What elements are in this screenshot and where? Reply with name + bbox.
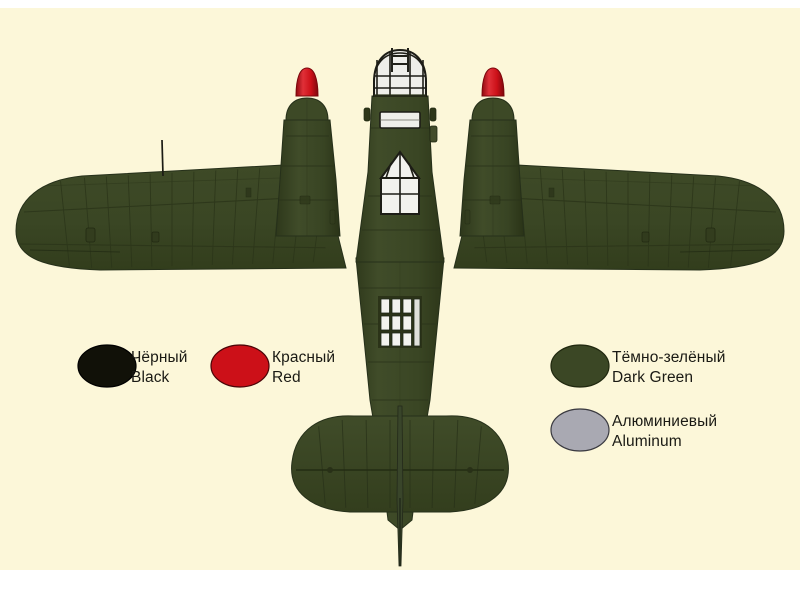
cockpit-canopy: [379, 111, 421, 129]
legend-swatch-aluminum[interactable]: [550, 408, 610, 452]
starboard-wing: [453, 162, 785, 271]
legend-swatches: [77, 344, 610, 452]
legend-label-red-ru: Красный: [272, 349, 336, 366]
legend-label-red: Красный Red: [272, 348, 335, 388]
vertical-fin: [396, 405, 404, 567]
antenna-mast: [161, 139, 164, 177]
legend-label-dark-green: Тёмно-зелёный Dark Green: [612, 348, 725, 388]
mid-canopy-glazing: [379, 150, 421, 215]
legend-label-black-en: Black: [131, 369, 170, 386]
port-engine-nacelle: [275, 67, 341, 237]
legend-swatch-black[interactable]: [77, 344, 137, 388]
legend-label-red-en: Red: [272, 369, 301, 386]
legend-label-aluminum-en: Aluminum: [612, 433, 682, 450]
legend-label-dark-green-ru: Тёмно-зелёный: [612, 349, 726, 366]
starboard-engine-nacelle: [459, 67, 525, 237]
legend-label-black: Чёрный Black: [131, 348, 188, 388]
legend-label-aluminum-ru: Алюминиевый: [612, 413, 718, 430]
legend-swatch-dark-green[interactable]: [550, 344, 610, 388]
fuselage-blisters: [363, 107, 438, 143]
wing-root-details: [245, 187, 555, 225]
nose-sight-frame: [391, 48, 409, 72]
ventral-window-grid: [378, 296, 422, 348]
legend-label-aluminum: Алюминиевый Aluminum: [612, 412, 717, 452]
legend-label-dark-green-en: Dark Green: [612, 369, 694, 386]
legend-swatch-red[interactable]: [210, 344, 270, 388]
starboard-spinner: [481, 67, 505, 97]
glazed-nose: [373, 48, 427, 97]
legend-label-black-ru: Чёрный: [131, 349, 188, 366]
port-spinner: [295, 67, 319, 97]
